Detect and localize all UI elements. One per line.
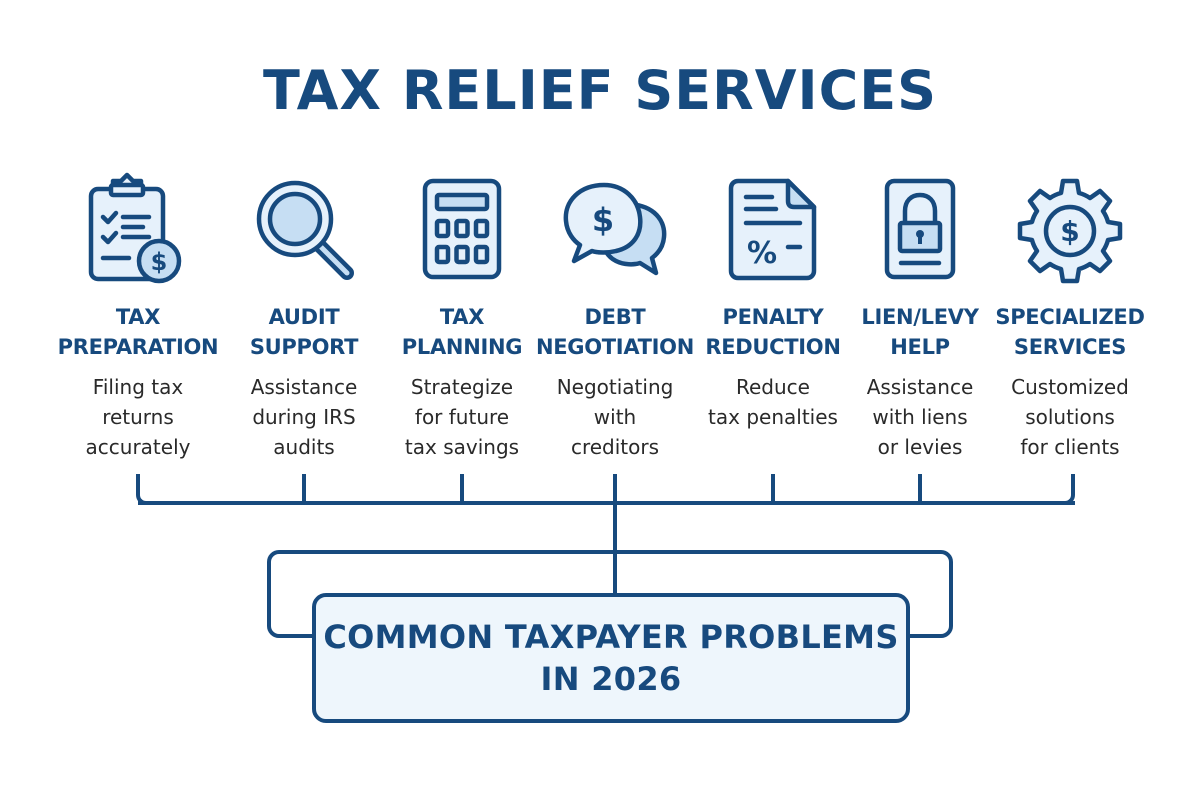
svg-text:%: % <box>747 236 777 271</box>
magnifying-glass-icon <box>244 170 364 290</box>
service-heading: AUDIT SUPPORT <box>249 305 359 359</box>
service-description: Reduce tax penalties <box>708 375 838 429</box>
service-heading: TAX PLANNING <box>401 305 523 359</box>
clipboard-dollar-icon: $ <box>78 170 198 290</box>
service-lien-levy-help: LIEN/LEVY HELP Assistance with liens or … <box>835 170 1005 462</box>
service-heading: DEBT NEGOTIATION <box>535 305 695 359</box>
service-debt-negotiation: $ DEBT NEGOTIATION Negotiating with cred… <box>530 170 700 462</box>
connector-drop <box>918 474 922 504</box>
service-heading: SPECIALIZED SERVICES <box>995 305 1145 359</box>
connector-drop <box>771 474 775 504</box>
document-percent-icon: % <box>713 170 833 290</box>
connector-right-corner <box>1061 474 1075 505</box>
gear-dollar-icon: $ <box>1010 170 1130 290</box>
connector-drop <box>302 474 306 504</box>
service-tax-preparation: $ TAX PREPARATION Filing tax returns acc… <box>53 170 223 462</box>
service-audit-support: AUDIT SUPPORT Assistance during IRS audi… <box>219 170 389 462</box>
connector-horizontal-bus <box>138 501 1075 505</box>
service-heading: PENALTY REDUCTION <box>705 305 841 359</box>
chat-bubbles-dollar-icon: $ <box>555 170 675 290</box>
service-heading: TAX PREPARATION <box>57 305 219 359</box>
connector-trunk <box>613 501 617 595</box>
service-description: Assistance during IRS audits <box>250 375 358 459</box>
svg-text:$: $ <box>151 248 168 276</box>
svg-text:$: $ <box>1060 215 1079 248</box>
connector-drop <box>613 474 617 504</box>
common-problems-box: COMMON TAXPAYER PROBLEMS IN 2026 <box>312 593 910 723</box>
service-description: Strategize for future tax savings <box>404 375 520 459</box>
service-penalty-reduction: % PENALTY REDUCTION Reduce tax penalties <box>688 170 858 432</box>
service-description: Negotiating with creditors <box>556 375 674 459</box>
lock-document-icon <box>860 170 980 290</box>
service-description: Assistance with liens or levies <box>866 375 974 459</box>
problem-box-line2: IN 2026 <box>540 660 682 698</box>
service-specialized-services: $ SPECIALIZED SERVICES Customized soluti… <box>985 170 1155 462</box>
connector-left-corner <box>136 474 150 505</box>
service-heading: LIEN/LEVY HELP <box>861 305 979 359</box>
svg-text:$: $ <box>592 201 614 239</box>
connector-drop <box>460 474 464 504</box>
service-description: Filing tax returns accurately <box>85 375 191 459</box>
problem-box-line1: COMMON TAXPAYER PROBLEMS <box>323 618 899 656</box>
service-tax-planning: TAX PLANNING Strategize for future tax s… <box>377 170 547 462</box>
page-title: TAX RELIEF SERVICES <box>262 59 938 122</box>
calculator-icon <box>402 170 522 290</box>
service-description: Customized solutions for clients <box>1011 375 1129 459</box>
